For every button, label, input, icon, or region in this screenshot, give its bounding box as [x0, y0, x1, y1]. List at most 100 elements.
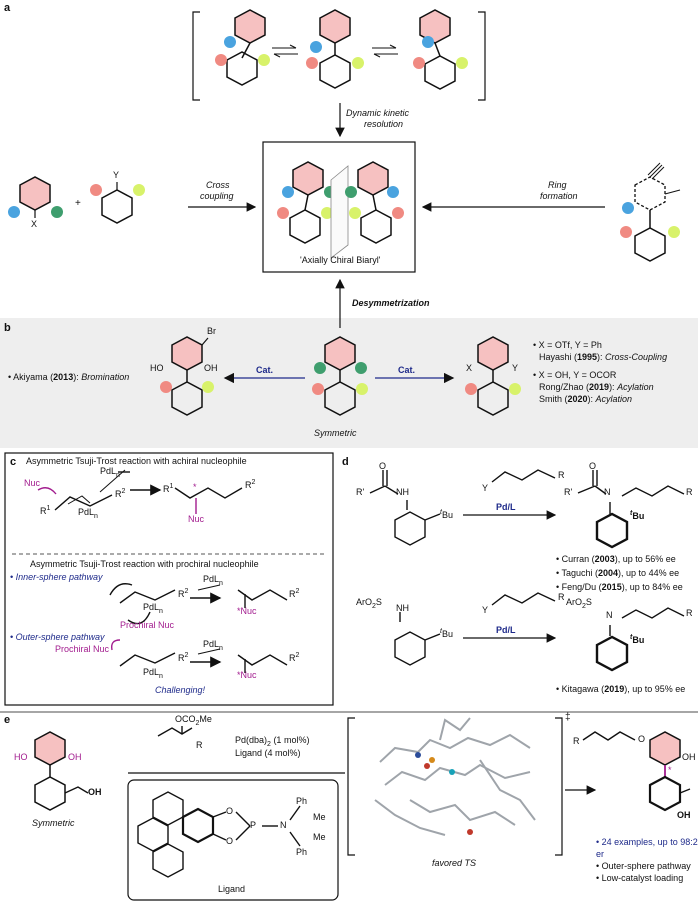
halide-x-label: X: [31, 219, 38, 229]
d-prod-tbu-2: tBu: [630, 634, 645, 645]
e-ligand-label: Ligand: [218, 884, 246, 894]
e-result-examples: • 24 examples, up to 98:2 er: [596, 837, 698, 859]
e-symmetric-diol: [34, 731, 89, 811]
panel-c-box: [4, 452, 334, 706]
c-title-achiral: Asymmetric Tsuji-Trost reaction with ach…: [26, 456, 247, 466]
c-r1-1: R1: [40, 505, 51, 516]
d-prod-r-1: R: [686, 487, 693, 497]
d-substrate-2: [394, 612, 441, 666]
akiyama-ref: • Akiyama (2013): Bromination: [8, 372, 130, 382]
e-carbonate-label: OCO2Me: [175, 714, 212, 727]
d-prod-aro2s: ArO2S: [566, 597, 592, 610]
c-prod-nuc-3: *Nuc: [237, 670, 257, 680]
ligand-box: [127, 779, 339, 901]
e-ligand-ph1: Ph: [296, 796, 308, 806]
dkr-bracket: [192, 11, 486, 101]
c-pdln-1: PdLn: [100, 466, 120, 479]
d-rprime-1: R': [356, 487, 365, 497]
ts-model: [374, 717, 536, 836]
e-result-outer-sphere: • Outer-sphere pathway: [596, 861, 691, 871]
axial-chiral-label: 'Axially Chiral Biaryl': [300, 255, 381, 265]
panel-letter-c: c: [10, 456, 17, 468]
hayashi-ref: • X = OTf, Y = Ph Hayashi (1995): Cross-…: [533, 340, 668, 362]
d-catalyst-2: Pd/L: [496, 625, 516, 635]
bromination-product: [160, 336, 214, 416]
c-pdln-5: PdLn: [203, 639, 223, 652]
b-oh-label: OH: [204, 363, 218, 373]
e-ligand-me1: Me: [313, 812, 326, 822]
plus-sign: +: [75, 198, 81, 209]
d-tbu-2: tBu: [440, 628, 453, 639]
e-ts-label: favored TS: [432, 858, 477, 868]
axial-biaryl-right: [345, 161, 404, 244]
d-substrate-1: [369, 470, 441, 546]
rong-smith-ref: • X = OH, Y = OCOR Rong/Zhao (2019): Acy…: [533, 370, 654, 404]
d-ref-taguchi: • Taguchi (2004), up to 44% ee: [556, 568, 680, 578]
e-ch2oh-label: OH: [88, 787, 102, 797]
e-prod-o: O: [638, 734, 646, 744]
c-prod-r2-2: R2: [289, 588, 300, 599]
c-prod-star: *: [193, 482, 197, 492]
d-nh-2: NH: [396, 603, 409, 613]
c-r2-3: R2: [178, 652, 189, 663]
c-allyl-2: [109, 583, 288, 625]
d-tbu-1: tBu: [440, 509, 453, 520]
ts-bracket: [347, 717, 563, 856]
d-prod-r-2: R: [686, 608, 693, 618]
d-aro2s-1: ArO2S: [356, 597, 382, 610]
d-product-1: [577, 470, 685, 549]
desym-product-right: [465, 336, 521, 416]
aryl-halide: [8, 176, 63, 218]
symmetric-biaryl: [312, 336, 368, 416]
ring-label-line2: formation: [540, 191, 578, 201]
d-allyl-reagent-2: [491, 592, 556, 606]
d-allyl-reagent-1: [491, 469, 556, 483]
cross-label-line1: Cross: [206, 180, 230, 190]
panel-letter-b: b: [4, 322, 11, 334]
c-prochiral-inner: Prochiral Nuc: [120, 620, 175, 630]
d-y-1: Y: [482, 483, 489, 493]
panel-letter-d: d: [342, 456, 349, 468]
e-ts-dagger: ‡: [565, 712, 571, 723]
partner-y-label: Y: [113, 170, 120, 180]
e-prod-r: R: [573, 736, 580, 746]
d-o-1: O: [379, 461, 387, 471]
c-r2-2: R2: [178, 588, 189, 599]
d-catalyst-1: Pd/L: [496, 502, 516, 512]
c-pdln-4: PdLn: [143, 667, 163, 680]
d-ref-curran: • Curran (2003), up to 56% ee: [556, 554, 676, 564]
d-y-2: Y: [482, 605, 489, 615]
e-ligand-o2: O: [226, 836, 234, 846]
d-ref-fengdu: • Feng/Du (2015), up to 84% ee: [556, 582, 683, 592]
desymmetrization-label: Desymmetrization: [352, 298, 430, 308]
e-prod-ch2oh: OH: [677, 810, 691, 820]
c-inner-sphere: • Inner-sphere pathway: [10, 572, 103, 582]
e-ligand-me2: Me: [313, 832, 326, 842]
d-ref-kitagawa: • Kitagawa (2019), up to 95% ee: [556, 684, 686, 694]
e-ligand-n: N: [280, 820, 287, 830]
d-prod-tbu-1: tBu: [630, 510, 645, 521]
c-outer-sphere: • Outer-sphere pathway: [10, 632, 105, 642]
e-symmetric-label: Symmetric: [32, 818, 75, 828]
e-ligand-ph2: Ph: [296, 847, 308, 857]
d-r-1: R: [558, 470, 565, 480]
ring-label-line1: Ring: [548, 180, 567, 190]
dkr-label-line1: Dynamic kinetic: [346, 108, 410, 118]
e-ho-label: HO: [14, 752, 28, 762]
d-prod-o-1: O: [589, 461, 597, 471]
b-y-label: Y: [512, 363, 519, 373]
c-pdln-2: PdLn: [143, 602, 163, 615]
e-results: • 24 examples, up to 98:2 er • Outer-sph…: [596, 836, 698, 884]
d-prod-rprime-1: R': [564, 487, 573, 497]
d-prod-n-1: N: [604, 487, 611, 497]
bromine-label: Br: [207, 326, 216, 336]
d-refs-1: • Curran (2003), up to 56% ee • Taguchi …: [556, 552, 683, 594]
c-prod-r2-3: R2: [289, 652, 300, 663]
mirror-plane: [330, 165, 349, 259]
c-prod-nuc: Nuc: [188, 514, 205, 524]
e-oh-label: OH: [68, 752, 82, 762]
c-challenging: Challenging!: [155, 685, 206, 695]
d-r-2: R: [558, 592, 565, 602]
d-nh-1: NH: [396, 487, 409, 497]
